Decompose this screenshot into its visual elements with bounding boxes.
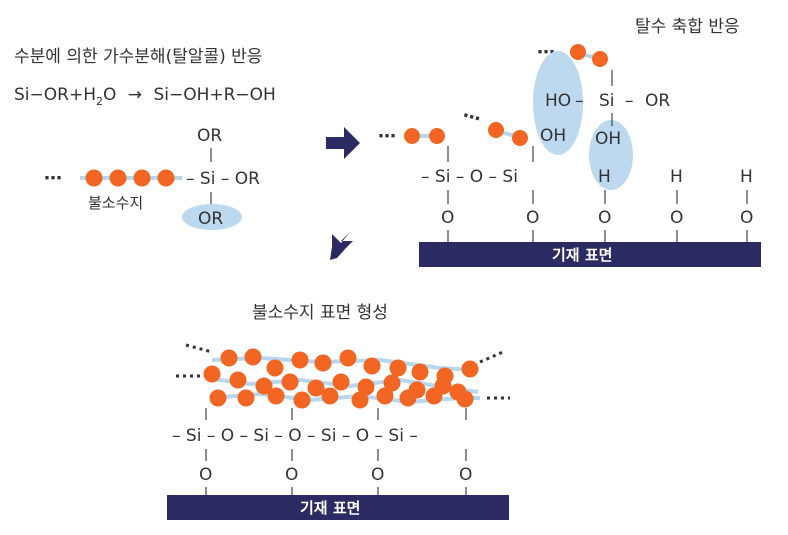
or-bottom-label: OR bbox=[198, 209, 223, 229]
condensation-title: 탈수 축합 반응 bbox=[635, 17, 740, 37]
oh-highlight-left bbox=[533, 51, 583, 155]
svg-text:O: O bbox=[371, 465, 384, 485]
o-bottom: O bbox=[199, 465, 212, 485]
oh-left-label: OH bbox=[540, 126, 566, 146]
substrate-bar-bottom bbox=[167, 495, 509, 520]
film-title: 불소수지 표면 형성 bbox=[252, 303, 388, 323]
fluororesin-label: 불소수지 bbox=[88, 194, 143, 212]
h-label-2: H bbox=[670, 167, 683, 187]
svg-text:O: O bbox=[598, 208, 611, 228]
svg-text:O: O bbox=[670, 208, 683, 228]
h-label-1: H bbox=[598, 167, 611, 187]
chain-dots: ⋯ bbox=[44, 168, 62, 189]
si-o-chain-bottom: – Si – O – Si – O – Si – O – Si – bbox=[172, 426, 418, 446]
si-o-si-row: – Si – O – Si bbox=[421, 167, 518, 187]
or-top-label: OR bbox=[197, 126, 222, 146]
o-label: O bbox=[441, 208, 454, 228]
svg-text:O: O bbox=[526, 208, 539, 228]
svg-text:–: – bbox=[575, 91, 584, 111]
oh-right-label: OH bbox=[595, 129, 621, 149]
substrate-label-top: 기재 표면 bbox=[552, 246, 612, 264]
hydrolysis-equation: Si−OR+H2O → Si−OH+R−OH bbox=[14, 85, 276, 108]
vertical-bonds-upper bbox=[447, 190, 748, 204]
svg-text:⋯: ⋯ bbox=[378, 126, 396, 147]
or-highlight bbox=[182, 204, 242, 230]
svg-text:⋯: ⋯ bbox=[460, 105, 483, 130]
svg-text:–: – bbox=[625, 91, 634, 111]
or-right-label: OR bbox=[645, 91, 670, 111]
arrow-right-icon bbox=[326, 127, 360, 159]
svg-text:O: O bbox=[740, 208, 753, 228]
vertical-bonds-film bbox=[205, 408, 467, 420]
fluororesin-chain-middle: ⋯ ⋯ bbox=[378, 105, 528, 147]
fluororesin-film bbox=[176, 343, 510, 409]
si-or-group: – Si – OR bbox=[186, 169, 260, 189]
substrate-label-bottom: 기재 표면 bbox=[300, 499, 360, 517]
arrow-down-left-icon bbox=[330, 232, 353, 260]
svg-text:O: O bbox=[285, 465, 298, 485]
fluororesin-chain-left: ⋯ bbox=[44, 168, 182, 189]
substrate-bar-top bbox=[419, 242, 761, 267]
svg-text:O: O bbox=[459, 465, 472, 485]
ho-label: HO bbox=[545, 91, 571, 111]
hydrolysis-title: 수분에 의한 가수분해(탈알콜) 반응 bbox=[14, 47, 262, 67]
si-top-right: Si bbox=[599, 91, 615, 111]
h-label-3: H bbox=[740, 167, 753, 187]
oh-highlight-right bbox=[589, 120, 633, 190]
